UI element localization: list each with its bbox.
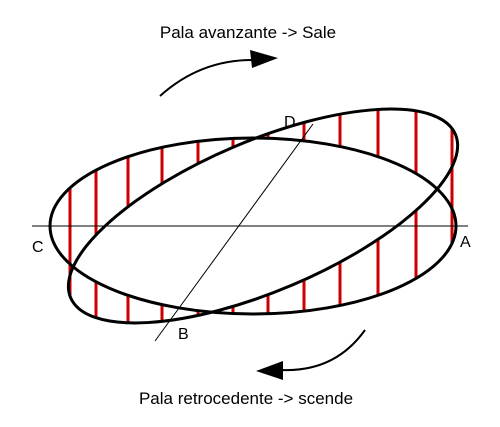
tilted-disc-ellipse (66, 107, 460, 325)
point-label-b: B (178, 326, 189, 343)
rotation-arrow-icon (256, 329, 366, 380)
point-label-d: D (284, 114, 296, 131)
hatch-lines (68, 109, 454, 323)
caption-advancing-blade: Pala avanzante -> Sale (160, 23, 336, 42)
rotation-arrow-icon (159, 50, 278, 97)
caption-retreating-blade: Pala retrocedente -> scende (139, 389, 353, 408)
point-label-a: A (460, 234, 471, 251)
point-label-c: C (32, 239, 44, 256)
axis-line-bd (154, 123, 314, 342)
